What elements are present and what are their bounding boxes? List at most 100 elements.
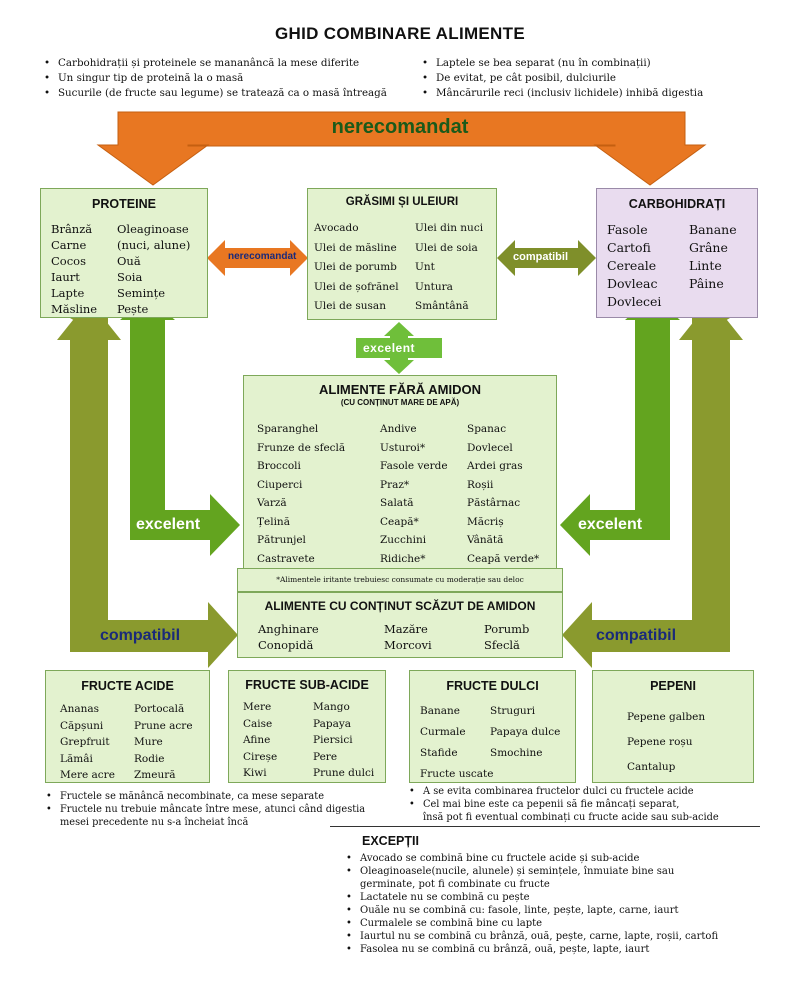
food-item: Anghinare	[258, 622, 319, 636]
food-item: Ridiche*	[380, 552, 426, 565]
food-item: Ulei de porumb	[314, 261, 397, 273]
proteine-title: PROTEINE	[92, 197, 156, 211]
fara-amidon-col3: Spanac Dovlecel Ardei gras Roșii Păstârn…	[467, 420, 539, 568]
food-item: Fructe uscate	[420, 768, 494, 780]
note-item: mesei precedente nu s-a încheiat încă	[60, 817, 249, 828]
left-compatibil-label: compatibil	[100, 627, 181, 644]
exceptii-title: EXCEPȚII	[362, 834, 419, 848]
food-item: Avocado	[314, 222, 359, 234]
fructe-acide-title: FRUCTE ACIDE	[81, 679, 174, 693]
food-item: Porumb	[484, 622, 530, 636]
exception-item: Oleaginoasele(nucile, alunele) și seminț…	[342, 865, 718, 878]
food-item: Sparanghel	[257, 423, 319, 435]
exceptii-list: Avocado se combină bine cu fructele acid…	[342, 852, 718, 956]
food-item: Papaya dulce	[490, 726, 561, 738]
note-item: A se evita combinarea fructelor dulci cu…	[405, 785, 719, 798]
right-compatibil-label: compatibil	[596, 627, 677, 644]
food-item: Varză	[257, 497, 287, 509]
rule-item: Sucurile (de fructe sau legume) se trate…	[40, 86, 387, 101]
food-item: Ciuperci	[257, 478, 303, 491]
food-item: Cartofi	[607, 240, 651, 255]
carbohidrati-title: CARBOHIDRAȚI	[628, 197, 726, 211]
food-item: Piersici	[313, 734, 353, 746]
food-item: Pepene roșu	[627, 736, 693, 748]
food-item: Portocală	[134, 703, 185, 715]
food-item: Ouă	[117, 254, 141, 268]
food-item: Ceapă verde*	[467, 552, 540, 565]
food-item: Măcriș	[467, 515, 504, 528]
exception-item: Lactatele nu se combină cu pește	[342, 891, 718, 904]
food-item: Curmale	[420, 726, 466, 738]
pepeni-box: PEPENI Pepene galben Pepene roșu Cantalu…	[592, 670, 754, 783]
amidon-note-band: *Alimentele iritante trebuiesc consumate…	[237, 568, 563, 592]
note-item: Fructele nu trebuie mâncate între mese, …	[42, 803, 365, 816]
fructe-subacide-box: FRUCTE SUB-ACIDE Mere Caise Afine Cireșe…	[228, 670, 386, 783]
food-item: Ardei gras	[467, 460, 523, 472]
rule-item: De evitat, pe cât posibil, dulciurile	[418, 71, 703, 86]
fructe-acide-col2: Portocală Prune acre Mure Rodie Zmeură	[134, 701, 193, 784]
food-item: Ulei din nuci	[415, 222, 484, 234]
food-item: Ananas	[60, 703, 100, 715]
food-item: Țelină	[257, 515, 290, 528]
excelent-center-band	[356, 338, 442, 358]
exception-item: Fasolea nu se combină cu brânză, ouă, pe…	[342, 943, 718, 956]
food-item: Lapte	[51, 286, 85, 300]
food-item: Castravete	[257, 552, 315, 565]
grasimi-col1: Avocado Ulei de măsline Ulei de porumb U…	[314, 219, 399, 317]
food-item: Unt	[415, 261, 435, 273]
food-item: Soia	[117, 270, 143, 284]
food-item: Cereale	[607, 258, 657, 273]
fructe-subacide-title: FRUCTE SUB-ACIDE	[245, 678, 369, 692]
food-item: Banane	[420, 705, 460, 717]
carbohidrati-col1: Fasole Cartofi Cereale Dovleac Dovlecei	[607, 221, 661, 311]
fructe-subacide-col1: Mere Caise Afine Cireșe Kiwi	[243, 699, 277, 782]
food-item: Pepene galben	[627, 711, 706, 723]
exceptii-divider	[330, 826, 760, 827]
fara-amidon-title: ALIMENTE FĂRĂ AMIDON	[318, 382, 481, 397]
prot-fat-label: nerecomandat	[228, 251, 297, 262]
fructe-dulci-title: FRUCTE DULCI	[446, 679, 539, 693]
proteine-box: PROTEINE Brânză Carne Cocos Iaurt Lapte …	[40, 188, 208, 318]
top-rules-right: Laptele se bea separat (nu în combinații…	[418, 56, 703, 101]
food-item: Cocos	[51, 254, 86, 268]
rule-item: Mâncărurile reci (inclusiv lichidele) in…	[418, 86, 703, 101]
scazut-amidon-title: ALIMENTE CU CONȚINUT SCĂZUT DE AMIDON	[264, 599, 536, 613]
food-item: Broccoli	[257, 460, 301, 472]
top-arrow-label: nerecomandat	[331, 116, 469, 138]
right-excelent-label: excelent	[578, 516, 643, 533]
food-item: Brânză	[51, 222, 93, 236]
fructe-acide-box: FRUCTE ACIDE Ananas Căpșuni Grepfruit Lă…	[45, 670, 210, 783]
food-item: Kiwi	[243, 767, 267, 779]
fat-veg-label: excelent	[363, 341, 416, 355]
food-item: Struguri	[490, 705, 536, 717]
fara-amidon-box: ALIMENTE FĂRĂ AMIDON (CU CONȚINUT MARE D…	[243, 375, 557, 597]
food-item: Pătrunjel	[257, 534, 306, 546]
food-item: Andive	[380, 423, 417, 435]
food-item: Rodie	[134, 752, 165, 765]
food-item: Dovlecel	[467, 441, 513, 454]
food-item: Praz*	[380, 478, 410, 491]
fara-amidon-col2: Andive Usturoi* Fasole verde Praz* Salat…	[380, 420, 448, 568]
note-item: însă pot fi eventual combinați cu fructe…	[423, 812, 719, 823]
food-item: Linte	[689, 258, 722, 273]
left-excelent-arrow	[120, 296, 240, 556]
food-item: Lămâi	[60, 752, 93, 765]
scazut-amidon-col1: Anghinare Conopidă	[258, 621, 319, 653]
fruit-notes-left: Fructele se mănâncă necombinate, ca mese…	[42, 790, 365, 829]
right-excelent-arrow	[560, 296, 680, 556]
fructe-dulci-col2: Struguri Papaya dulce Smochine	[490, 701, 560, 764]
food-item: Smântână	[415, 300, 469, 312]
food-item: Păstârnac	[467, 497, 521, 509]
food-item: Papaya	[313, 717, 352, 730]
food-item: Ceapă*	[380, 515, 419, 528]
food-item: Vânătă	[467, 534, 504, 546]
food-item: Mure	[134, 736, 163, 748]
food-item: Pește	[117, 302, 149, 316]
food-item: Ulei de soia	[415, 241, 478, 254]
food-item: Caise	[243, 717, 273, 730]
food-item: Stafide	[420, 747, 458, 759]
fat-carb-double-arrow	[497, 240, 596, 276]
top-nerecomandat-arrow	[96, 111, 707, 186]
food-item: Sfeclă	[484, 638, 520, 652]
